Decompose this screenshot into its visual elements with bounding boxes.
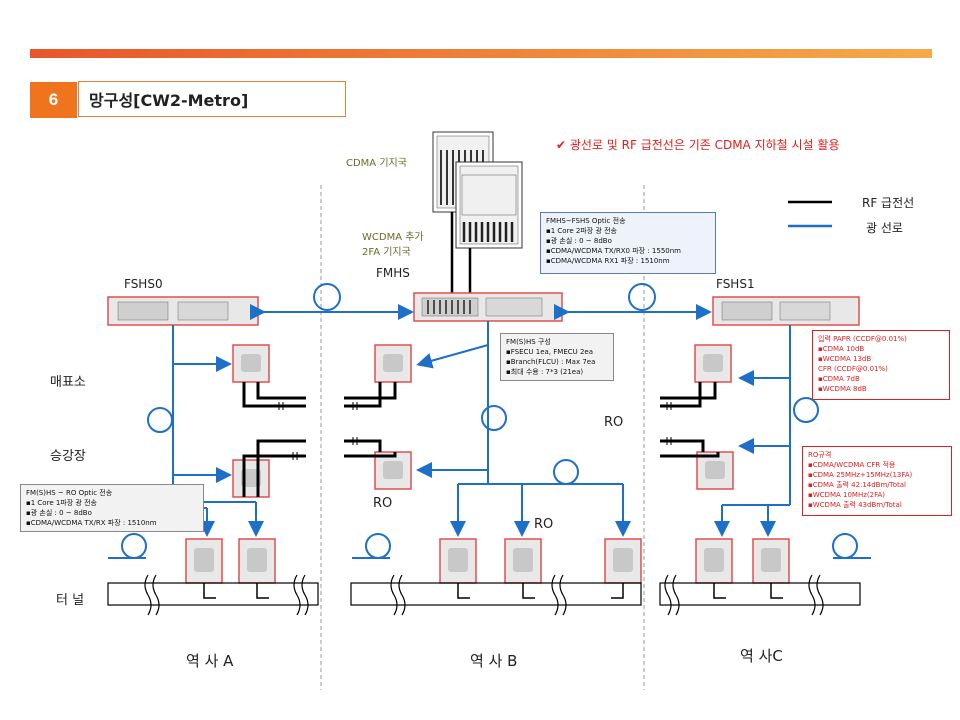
info-box-line: ▪FSECU 1ea, FMECU 2ea	[506, 348, 594, 356]
info-box-title: 입력 PAPR (CCDF@0.01%)	[818, 335, 907, 343]
wcdma-bts-label-2: 2FA 기지국	[362, 247, 411, 258]
antenna-ticks	[276, 402, 674, 460]
cdma-bts-label: CDMA 기지국	[346, 158, 407, 169]
tunnel-b	[350, 582, 642, 606]
fmhs-label: FMHS	[376, 266, 410, 280]
header-accent-bar	[30, 49, 932, 58]
info-box-title: FM(S)HS 구성	[506, 338, 551, 346]
info-box-papr: 입력 PAPR (CCDF@0.01%) ▪CDMA 10dB ▪WCDMA 1…	[812, 330, 950, 400]
info-box-line: CFR (CCDF@0.01%)	[818, 365, 888, 373]
info-box-title: RO규격	[808, 451, 832, 459]
ro-label: RO	[534, 517, 554, 532]
tunnel-a	[107, 582, 319, 606]
rf-distribution	[242, 382, 720, 497]
info-box-line: ▪CDMA/WCDMA TX/RX 파장 : 1510nm	[26, 519, 157, 527]
fiber-coil	[365, 533, 391, 559]
fiber-coil	[793, 397, 819, 423]
fiber-coil	[147, 407, 173, 433]
tunnel-breaks	[144, 574, 824, 616]
station-a-label: 역 사 A	[186, 652, 234, 670]
info-box-line: ▪1 Core 2파장 광 전송	[546, 227, 617, 235]
info-box-line: ▪CDMA/WCDMA TX/RX0 파장 : 1550nm	[546, 247, 681, 255]
fiber-coil	[313, 283, 341, 311]
info-box-title: FM(S)HS ~ RO Optic 전송	[26, 489, 113, 497]
info-box-line: ▪CDMA 10dB	[818, 345, 865, 353]
info-box-line: ▪1 Core 1파장 광 전송	[26, 499, 97, 507]
fiber-coil	[121, 533, 147, 559]
info-box-line: ▪광 손실 : 0 ~ 8dBo	[26, 509, 92, 517]
info-box-fmhs-fshs: FMHS~FSHS Optic 전송 ▪1 Core 2파장 광 전송 ▪광 손…	[540, 212, 716, 274]
info-box-line: ▪최대 수용 : 7*3 (21ea)	[506, 368, 584, 376]
info-box-line: ▪광 손실 : 0 ~ 8dBo	[546, 237, 612, 245]
fmhs-unit	[413, 292, 563, 322]
row-label-tunnel: 터 널	[56, 593, 85, 608]
info-box-line: ▪CDMA 25MHz+15MHz(13FA)	[808, 471, 913, 479]
row-label-ticket: 매표소	[50, 375, 86, 390]
section-number: 6	[30, 82, 77, 118]
fiber-coil	[832, 533, 858, 559]
fshs1-label: FSHS1	[716, 277, 755, 291]
fiber-coil	[481, 405, 507, 431]
info-box-line: ▪Branch(FLCU) : Max 7ea	[506, 358, 596, 366]
info-box-line: ▪WCDMA 8dB	[818, 385, 867, 393]
wcdma-bts-rack	[455, 161, 523, 249]
info-box-line: ▪CDMA/WCDMA RX1 파장 : 1510nm	[546, 257, 670, 265]
notice-text: ✔ 광선로 및 RF 급전선은 기존 CDMA 지하철 시설 활용	[556, 138, 840, 152]
fiber-coil	[553, 459, 579, 485]
info-box-line: ▪CDMA/WCDMA CFR 적용	[808, 461, 896, 469]
info-box-ro-spec: RO규격 ▪CDMA/WCDMA CFR 적용 ▪CDMA 25MHz+15MH…	[802, 446, 952, 516]
ro-label: RO	[373, 496, 393, 511]
station-c-label: 역 사C	[740, 647, 783, 665]
wcdma-bts-label-1: WCDMA 추가	[362, 232, 424, 243]
tunnel-c	[659, 582, 861, 606]
fshs1-unit	[712, 296, 860, 326]
fiber-coil	[628, 283, 656, 311]
info-box-fshs-ro: FM(S)HS ~ RO Optic 전송 ▪1 Core 1파장 광 전송 ▪…	[20, 484, 204, 532]
info-box-line: ▪WCDMA 출력 43dBm/Total	[808, 501, 902, 509]
info-box-line: ▪CDMA 7dB	[818, 375, 860, 383]
info-box-line: ▪WCDMA 13dB	[818, 355, 872, 363]
info-box-fmshs-config: FM(S)HS 구성 ▪FSECU 1ea, FMECU 2ea ▪Branch…	[500, 333, 614, 381]
fshs0-label: FSHS0	[124, 277, 163, 291]
fshs0-unit	[107, 296, 259, 326]
ro-label: RO	[604, 415, 624, 430]
section-title: 망구성[CW2-Metro]	[78, 81, 346, 117]
row-label-platform: 승강장	[50, 449, 86, 464]
legend-rf-label: RF 급전선	[862, 196, 915, 210]
info-box-title: FMHS~FSHS Optic 전송	[546, 217, 626, 225]
station-b-label: 역 사 B	[470, 652, 518, 670]
legend-fiber-label: 광 선로	[866, 221, 903, 235]
info-box-line: ▪WCDMA 10MHz(2FA)	[808, 491, 885, 499]
info-box-line: ▪CDMA 출력 42.14dBm/Total	[808, 481, 906, 489]
